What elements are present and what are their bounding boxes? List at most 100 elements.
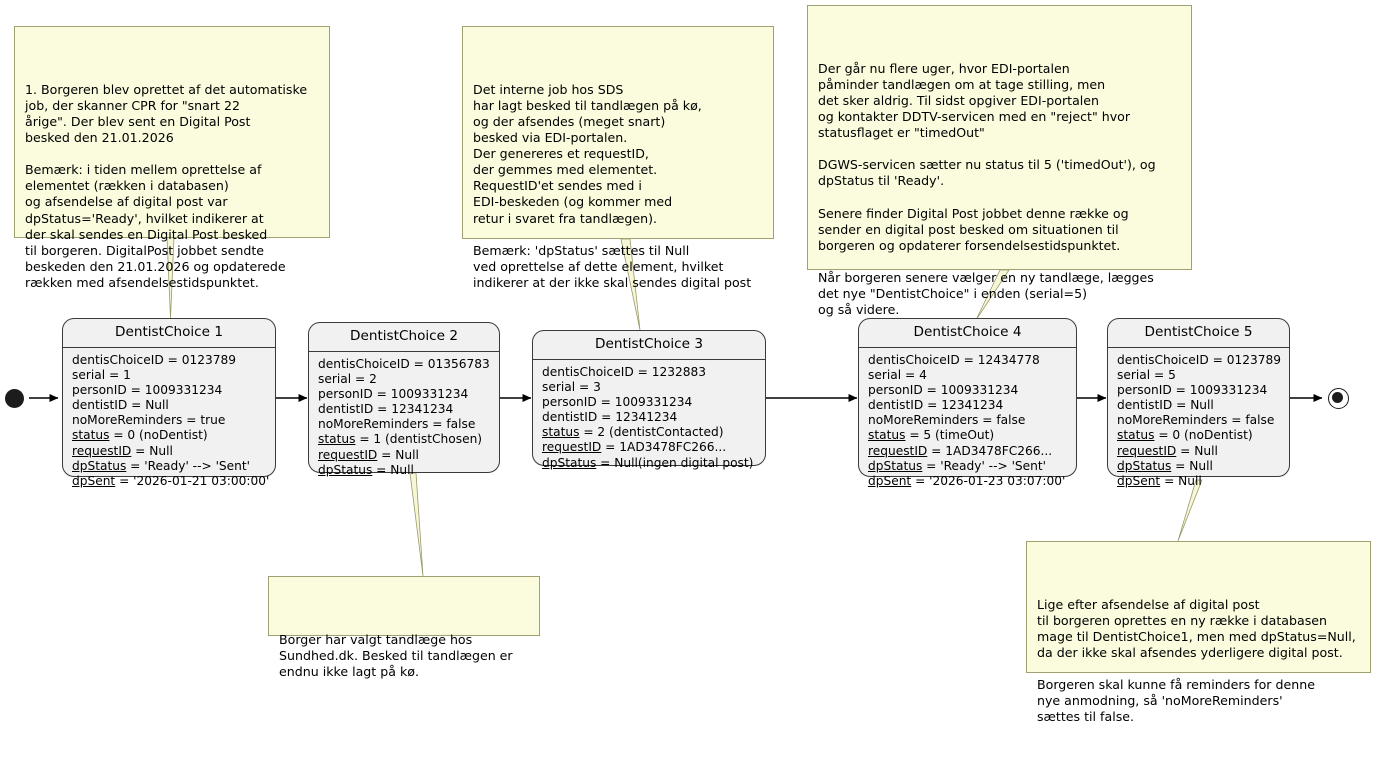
attribute-value: = 2 (dentistContacted) xyxy=(579,425,724,440)
attribute-key: requestID xyxy=(868,443,928,458)
state-attribute: personID = 1009331234 xyxy=(868,383,1067,398)
note-dentistchoice-2[interactable]: Borger har valgt tandlæge hos Sundhed.dk… xyxy=(268,576,540,679)
state-dentistchoice-5[interactable]: DentistChoice 5 dentisChoiceID = 0123789… xyxy=(1107,318,1290,488)
attribute-value: = 1AD3478FC266... xyxy=(927,443,1053,458)
state-attribute: dpStatus = 'Ready' --> 'Sent' xyxy=(868,459,1067,474)
note-fold-icon xyxy=(755,26,774,45)
attribute-value: = Null xyxy=(127,398,169,413)
state-attribute: status = 1 (dentistChosen) xyxy=(318,432,490,447)
attribute-value: = '2026-01-21 03:00:00' xyxy=(115,473,270,488)
state-attribute: requestID = 1AD3478FC266... xyxy=(542,440,756,455)
attribute-value: = 5 (timeOut) xyxy=(905,428,995,443)
state-attribute: dentisChoiceID = 01356783 xyxy=(318,357,490,372)
attribute-value: = false xyxy=(1227,413,1275,428)
attribute-key: dentistID xyxy=(542,410,598,425)
state-attribute: status = 5 (timeOut) xyxy=(868,428,1067,443)
attribute-value: = true xyxy=(182,413,226,428)
attribute-key: personID xyxy=(72,383,127,398)
attribute-key: requestID xyxy=(72,443,132,458)
attribute-key: dentistID xyxy=(868,398,924,413)
attribute-key: dentisChoiceID xyxy=(318,357,410,371)
state-attribute: status = 2 (dentistContacted) xyxy=(542,425,756,440)
attribute-value: = 'Ready' --> 'Sent' xyxy=(922,458,1047,473)
attribute-value: = 0 (noDentist) xyxy=(1154,428,1253,443)
attribute-key: requestID xyxy=(1117,443,1177,458)
state-attribute: dentistID = Null xyxy=(1117,398,1280,413)
attribute-key: dpStatus xyxy=(72,458,127,473)
state-dentistchoice-2[interactable]: DentistChoice 2 dentisChoiceID = 0135678… xyxy=(308,322,500,477)
state-dentistchoice-3[interactable]: DentistChoice 3 dentisChoiceID = 1232883… xyxy=(532,330,766,470)
state-dentistchoice-4[interactable]: DentistChoice 4 dentisChoiceID = 1243477… xyxy=(858,318,1077,488)
attribute-value: = 1009331234 xyxy=(596,395,693,410)
attribute-value: = 3 xyxy=(575,380,601,395)
state-attribute: dentistID = 12341234 xyxy=(542,410,756,425)
attribute-value: = 1009331234 xyxy=(1171,383,1268,398)
attribute-value: = 12341234 xyxy=(597,410,678,425)
state-attribute: requestID = 1AD3478FC266... xyxy=(868,444,1067,459)
state-attribute: dentisChoiceID = 1232883 xyxy=(542,365,756,380)
state-diagram-canvas: 1. Borgeren blev oprettet af det automat… xyxy=(5,5,1371,724)
state-title: DentistChoice 2 xyxy=(309,323,499,352)
attribute-key: noMoreReminders xyxy=(72,413,183,428)
attribute-value: = 5 xyxy=(1150,368,1176,383)
state-attribute: dpStatus = Null xyxy=(1117,459,1280,474)
attribute-value: = Null xyxy=(372,462,414,477)
state-attribute: dentisChoiceID = 0123789 xyxy=(1117,353,1281,368)
attribute-value: = 2 xyxy=(351,372,377,387)
note-dentistchoice-3[interactable]: Det interne job hos SDS har lagt besked … xyxy=(462,26,774,290)
attribute-value: = 12341234 xyxy=(373,402,454,417)
note-dentistchoice-1[interactable]: 1. Borgeren blev oprettet af det automat… xyxy=(14,26,330,290)
state-attribute: personID = 1009331234 xyxy=(318,387,490,402)
state-attribute: dentisChoiceID = 12434778 xyxy=(868,353,1067,368)
state-attribute: serial = 2 xyxy=(318,372,490,387)
state-attribute: dpStatus = 'Ready' --> 'Sent' xyxy=(72,459,266,474)
attribute-value: = 1009331234 xyxy=(372,387,469,402)
note-text: 1. Borgeren blev oprettet af det automat… xyxy=(25,82,308,290)
attribute-value: = Null xyxy=(1171,458,1213,473)
state-title: DentistChoice 4 xyxy=(859,319,1076,348)
state-attribute: serial = 1 xyxy=(72,368,266,383)
attribute-key: serial xyxy=(72,368,106,383)
attribute-key: dentisChoiceID xyxy=(1117,353,1209,367)
state-attribute: requestID = Null xyxy=(1117,444,1280,459)
attribute-key: dentistID xyxy=(72,398,128,413)
attribute-value: = false xyxy=(978,413,1026,428)
attribute-value: = Null(ingen digital post) xyxy=(596,455,754,470)
state-title: DentistChoice 3 xyxy=(533,331,765,360)
note-fold-icon xyxy=(311,26,330,45)
attribute-key: noMoreReminders xyxy=(1117,413,1228,428)
state-attribute: serial = 5 xyxy=(1117,368,1280,383)
attribute-key: requestID xyxy=(542,440,602,455)
state-attribute: noMoreReminders = false xyxy=(318,417,490,432)
attribute-value: = 1 (dentistChosen) xyxy=(355,432,483,447)
attribute-value: = '2026-01-23 03:07:00' xyxy=(911,473,1066,488)
state-attribute: serial = 3 xyxy=(542,380,756,395)
state-attribute: noMoreReminders = false xyxy=(868,413,1067,428)
note-dentistchoice-4[interactable]: Der går nu flere uger, hvor EDI-portalen… xyxy=(807,5,1192,317)
state-attribute: dentistID = 12341234 xyxy=(318,402,490,417)
state-attribute: dpSent = '2026-01-23 03:07:00' xyxy=(868,474,1067,489)
attribute-key: dpStatus xyxy=(1117,458,1172,473)
state-dentistchoice-1[interactable]: DentistChoice 1 dentisChoiceID = 0123789… xyxy=(62,318,276,488)
attribute-value: = 0 (noDentist) xyxy=(109,428,208,443)
state-title: DentistChoice 1 xyxy=(63,319,275,348)
attribute-key: serial xyxy=(1117,368,1151,383)
state-attribute: dpStatus = Null xyxy=(318,463,490,478)
state-attribute: dpStatus = Null(ingen digital post) xyxy=(542,456,756,471)
state-attribute: noMoreReminders = false xyxy=(1117,413,1280,428)
attribute-key: noMoreReminders xyxy=(868,413,979,428)
attribute-value: = 12341234 xyxy=(923,398,1004,413)
state-attribute: dentistID = Null xyxy=(72,398,266,413)
state-attribute: noMoreReminders = true xyxy=(72,413,266,428)
note-dentistchoice-5[interactable]: Lige efter afsendelse af digital post ti… xyxy=(1026,541,1371,724)
note-anchor-2 xyxy=(409,472,424,577)
attribute-value: = 0123789 xyxy=(163,353,236,367)
attribute-value: = 1AD3478FC266... xyxy=(601,440,727,455)
attribute-value: = Null xyxy=(377,447,419,462)
state-attribute: personID = 1009331234 xyxy=(542,395,756,410)
attribute-value: = 01356783 xyxy=(409,357,490,371)
attribute-key: status xyxy=(72,428,110,443)
attribute-key: personID xyxy=(318,387,373,402)
